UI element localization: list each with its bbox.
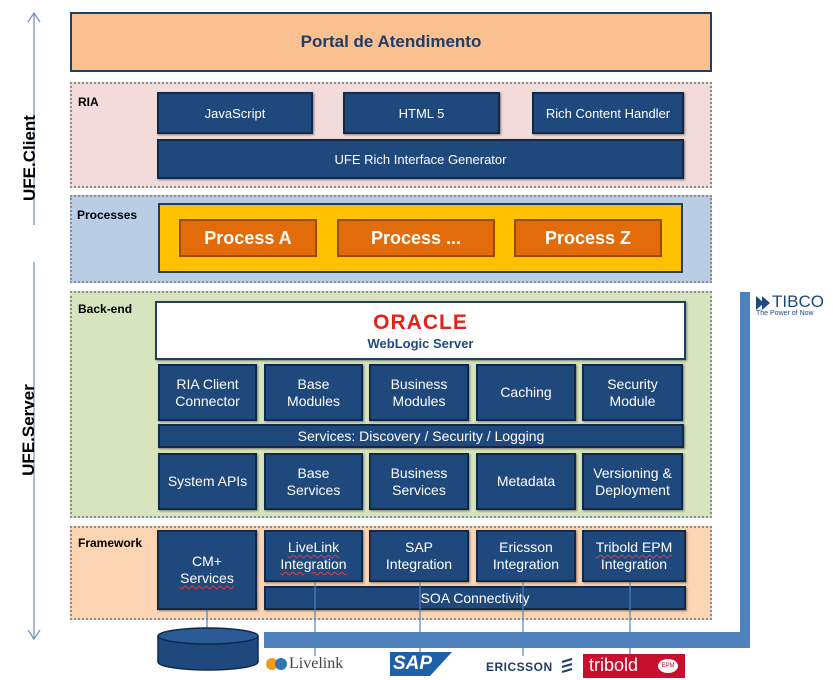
security-module-line1: Security <box>607 375 658 392</box>
portal-box: Portal de Atendimento <box>70 12 712 72</box>
tribold-epm-badge: EPM <box>658 659 678 673</box>
portal-title: Portal de Atendimento <box>300 32 482 51</box>
tibco-logo: TIBCO The Power of Now <box>756 292 833 322</box>
tribold-epm-integration-line2: Integration <box>600 556 668 572</box>
framework-label: Framework <box>78 536 143 550</box>
livelink-dot-blue-icon <box>275 658 287 670</box>
ufe-rich-interface-generator-box: UFE Rich Interface Generator <box>157 139 684 179</box>
security-module-box: Security Module <box>582 364 683 421</box>
tibco-mark-icon <box>756 296 770 310</box>
security-module-line2: Module <box>609 392 656 409</box>
livelink-integration-box: LiveLink Integration <box>264 530 363 582</box>
tribold-logo: tribold EPM <box>583 654 685 678</box>
business-modules-line1: Business <box>390 375 448 392</box>
tibco-connector-vertical <box>740 292 750 648</box>
ria-client-connector-box: RIA Client Connector <box>158 364 257 421</box>
base-services-line1: Base <box>297 464 330 481</box>
html5-box: HTML 5 <box>343 92 500 134</box>
ericsson-mark-icon <box>561 658 573 674</box>
livelink-integration-line2: Integration <box>280 556 347 572</box>
base-modules-line1: Base <box>297 375 330 392</box>
business-services-line1: Business <box>390 464 448 481</box>
tibco-tagline: The Power of Now <box>756 310 814 317</box>
sap-integration-line1: SAP <box>404 539 433 555</box>
caching-label: Caching <box>500 384 552 400</box>
rich-content-handler-box: Rich Content Handler <box>532 92 684 134</box>
versioning-deployment-line2: Deployment <box>595 481 670 498</box>
tibco-name: TIBCO <box>772 292 824 311</box>
business-modules-line2: Modules <box>392 392 446 409</box>
sap-integration-line2: Integration <box>385 556 453 572</box>
metadata-box: Metadata <box>476 453 576 510</box>
oracle-weblogic-box: ORACLE WebLogic Server <box>155 301 686 360</box>
base-services-line2: Services <box>286 481 341 498</box>
livelink-integration-line1: LiveLink <box>287 539 340 555</box>
livelink-logo: Livelink <box>266 652 366 676</box>
ericsson-integration-line1: Ericsson <box>499 539 553 555</box>
ericsson-integration-line2: Integration <box>492 556 560 572</box>
caching-box: Caching <box>476 364 576 421</box>
system-apis-box: System APIs <box>158 453 257 510</box>
cm-services-line2: Services <box>180 570 234 586</box>
livelink-name: Livelink <box>289 655 344 672</box>
server-arrow <box>24 262 44 642</box>
soa-connectivity-bar: SOA Connectivity <box>264 586 686 610</box>
base-services-box: Base Services <box>264 453 363 510</box>
cm-services-line1: CM+ <box>192 553 222 569</box>
database-icon <box>157 627 259 671</box>
base-modules-box: Base Modules <box>264 364 363 421</box>
sap-integration-box: SAP Integration <box>369 530 469 582</box>
base-modules-line2: Modules <box>287 392 340 409</box>
weblogic-server-label: WebLogic Server <box>367 336 474 351</box>
services-bar: Services: Discovery / Security / Logging <box>158 424 684 448</box>
ericsson-logo: ERICSSON <box>486 658 576 676</box>
tribold-epm-integration-box: Tribold EPM Integration <box>582 530 686 582</box>
tribold-epm-integration-line1: Tribold EPM <box>595 539 673 555</box>
tribold-name: tribold <box>589 655 639 675</box>
sap-logo: SAP <box>390 652 452 676</box>
javascript-box: JavaScript <box>157 92 313 134</box>
cm-services-box: CM+ Services <box>157 530 257 610</box>
ericsson-integration-box: Ericsson Integration <box>476 530 576 582</box>
oracle-logo: ORACLE <box>373 311 468 334</box>
business-services-line2: Services <box>392 481 446 498</box>
processes-label: Processes <box>77 208 138 222</box>
client-arrow <box>24 10 44 225</box>
backend-label: Back-end <box>78 302 133 316</box>
process-z: Process Z <box>514 219 662 257</box>
ria-label: RIA <box>78 95 99 109</box>
ericsson-name: ERICSSON <box>486 660 553 674</box>
tibco-connector-horizontal <box>264 632 750 648</box>
versioning-deployment-box: Versioning & Deployment <box>582 453 683 510</box>
business-modules-box: Business Modules <box>369 364 469 421</box>
process-ellipsis: Process ... <box>337 219 495 257</box>
ria-client-connector-line1: RIA Client <box>176 375 239 392</box>
ria-client-connector-line2: Connector <box>175 392 240 409</box>
business-services-box: Business Services <box>369 453 469 510</box>
sap-name: SAP <box>393 653 433 674</box>
system-apis-label: System APIs <box>167 473 248 489</box>
process-a: Process A <box>179 219 317 257</box>
versioning-deployment-line1: Versioning & <box>593 464 672 481</box>
metadata-label: Metadata <box>496 473 556 489</box>
